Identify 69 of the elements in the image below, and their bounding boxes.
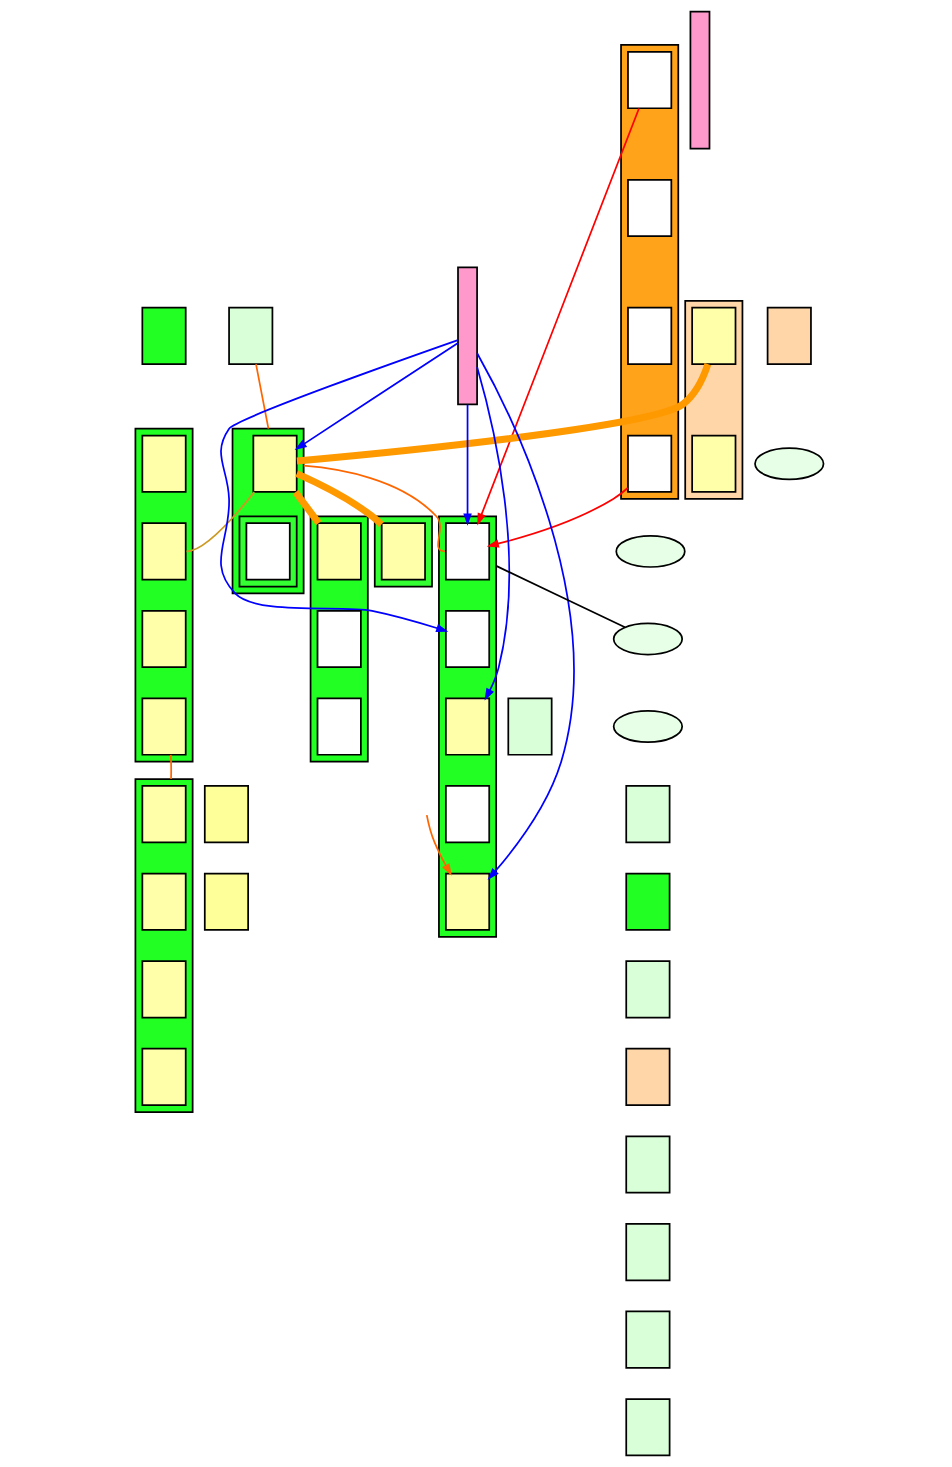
cluster (134, 427, 194, 763)
connector (296, 363, 712, 465)
cluster (309, 515, 369, 763)
cluster (238, 515, 298, 588)
cluster (134, 778, 194, 1113)
node-box (445, 697, 491, 756)
cluster (620, 44, 680, 500)
node-bar (689, 10, 711, 150)
connector (169, 753, 173, 780)
node-box (627, 178, 673, 238)
node-box (316, 697, 362, 756)
connector (302, 464, 446, 553)
node-box (627, 51, 673, 110)
node-ellipse (615, 534, 686, 568)
node-box (625, 1398, 671, 1457)
node-box (141, 609, 187, 669)
node-box (141, 785, 187, 844)
node-box (625, 1310, 671, 1369)
node-box (141, 434, 187, 493)
node-box (141, 522, 187, 581)
node-box (625, 785, 671, 844)
node-box (691, 434, 737, 493)
node-box (203, 872, 249, 931)
node-box (228, 306, 274, 365)
node-box (141, 872, 187, 931)
node-box (445, 785, 491, 844)
node-ellipse (612, 710, 684, 744)
node-box (445, 522, 491, 581)
node-box (316, 609, 362, 669)
node-box (625, 960, 671, 1019)
cluster (684, 299, 744, 500)
node-box (445, 609, 491, 669)
arrow (477, 107, 640, 526)
connector (292, 490, 322, 526)
arrow (476, 352, 575, 880)
node-box (625, 1135, 671, 1194)
connector (185, 491, 256, 553)
node-box (245, 522, 291, 581)
arrow (463, 403, 472, 526)
node-box (141, 1047, 187, 1106)
node-box (141, 697, 187, 756)
arrow (294, 342, 459, 451)
node-box (627, 306, 673, 365)
node-ellipse (612, 622, 684, 656)
arrow (220, 339, 459, 633)
connector (295, 470, 384, 527)
node-box (252, 434, 298, 493)
node-box (380, 522, 426, 581)
connector (255, 363, 270, 430)
arrow (486, 487, 629, 548)
node-box (141, 306, 187, 365)
arrow (476, 366, 511, 701)
node-box (625, 1047, 671, 1106)
node-box (316, 522, 362, 581)
node-ellipse (754, 447, 825, 481)
node-box (625, 1223, 671, 1282)
node-bar (457, 266, 478, 406)
node-box (203, 785, 249, 844)
node-box (691, 306, 737, 365)
node-box (141, 960, 187, 1019)
arrow (425, 814, 452, 876)
cluster (373, 515, 433, 588)
node-box (445, 872, 491, 931)
node-box (507, 697, 553, 756)
connector (495, 565, 626, 629)
node-box (627, 434, 673, 493)
node-box (625, 872, 671, 931)
node-box (766, 306, 812, 365)
cluster (231, 427, 305, 595)
